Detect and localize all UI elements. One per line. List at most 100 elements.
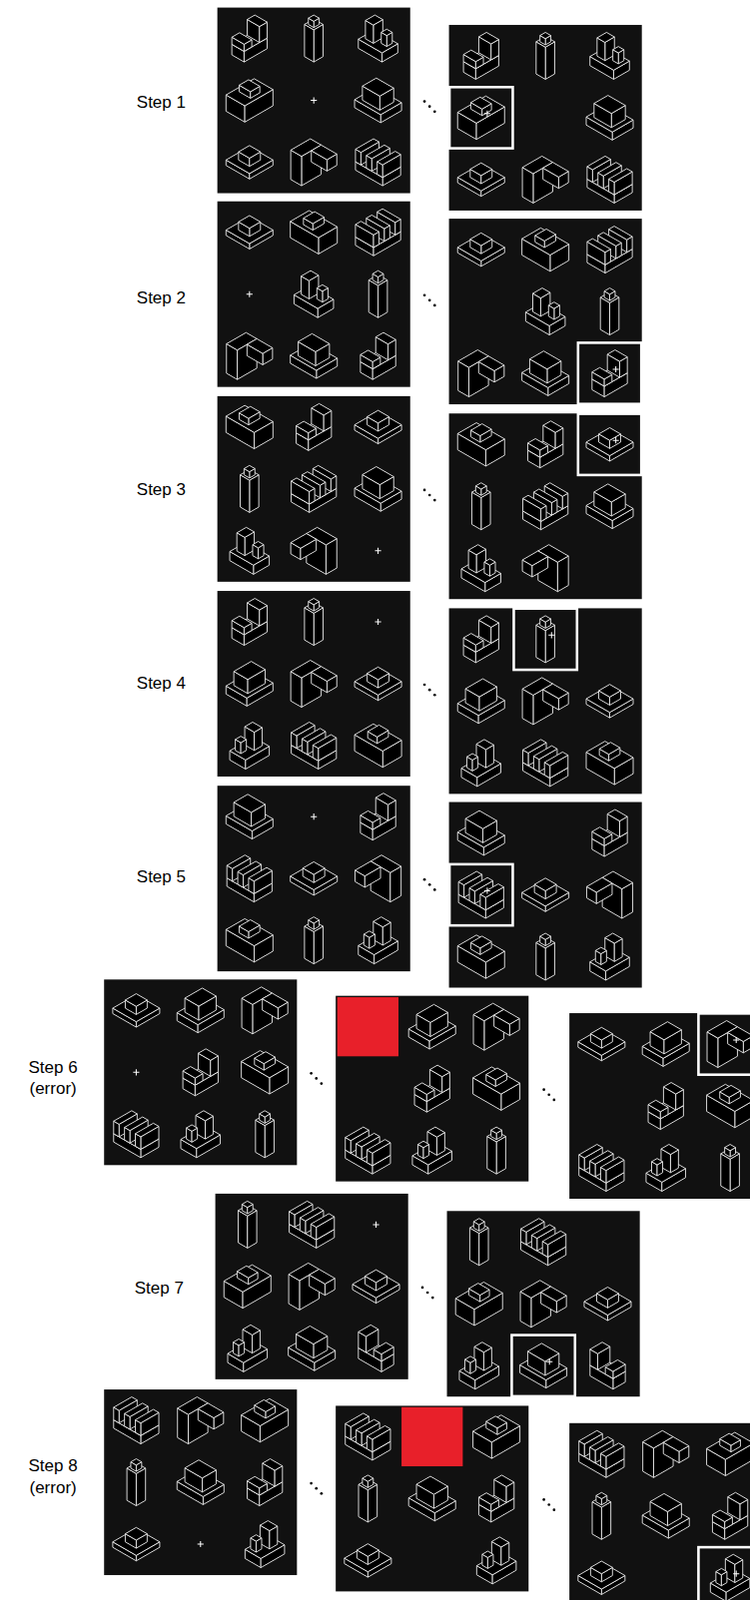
block-face: [534, 878, 557, 892]
block-face: [311, 144, 338, 160]
block-face: [532, 288, 550, 299]
block-face: [366, 1426, 391, 1441]
block-face: [470, 232, 493, 246]
block-face: [254, 1400, 276, 1413]
block-object: [587, 226, 633, 274]
search-display: [447, 1211, 641, 1398]
block-face: [254, 1052, 276, 1065]
block-face: [463, 49, 484, 62]
step-label: Step 3: [81, 479, 186, 501]
block-face: [313, 608, 323, 647]
fixation-cross: [310, 813, 317, 820]
block-face: [238, 406, 260, 419]
block-face: [304, 23, 314, 62]
block-object: [586, 95, 634, 141]
block-object: [291, 465, 337, 513]
block-face: [578, 1028, 626, 1056]
block-face: [457, 233, 505, 261]
block-face: [455, 1283, 503, 1311]
block-face: [237, 1211, 247, 1250]
block-object: [226, 855, 272, 903]
block-object: [586, 484, 634, 530]
block-face: [367, 667, 390, 681]
block-object: [225, 794, 273, 840]
target-highlight: [578, 342, 642, 404]
block-object: [590, 933, 631, 981]
search-display: [335, 996, 529, 1183]
ellipsis-dot: [552, 1099, 556, 1103]
block-face: [236, 527, 254, 538]
block-face: [298, 333, 330, 352]
block-object: [642, 1022, 690, 1068]
block-object: [112, 1527, 160, 1561]
block-object: [642, 1494, 690, 1539]
block-object: [225, 78, 273, 122]
block-face: [587, 238, 612, 253]
block-face: [716, 1568, 728, 1575]
block-object: [592, 1493, 612, 1540]
block-face: [238, 79, 260, 92]
block-face: [135, 1123, 160, 1138]
ellipsis-dot: [433, 109, 437, 113]
block-face: [592, 827, 613, 840]
block-face: [184, 1461, 216, 1480]
block-face: [135, 1410, 160, 1425]
block-face: [586, 877, 613, 893]
block-face: [259, 1521, 277, 1532]
block-face: [231, 616, 252, 629]
block-face: [416, 1477, 448, 1496]
block-object: [255, 1111, 275, 1159]
block-face: [233, 794, 265, 813]
block-face: [478, 1494, 499, 1506]
block-face: [470, 936, 492, 949]
fixation-cross: [546, 1359, 553, 1366]
display-ground: [217, 785, 411, 972]
block-object: [461, 740, 502, 787]
block-object: [459, 1343, 500, 1391]
block-face: [650, 1494, 682, 1512]
search-display: [449, 413, 643, 600]
display-ground: [217, 7, 411, 194]
fixation-cross: [375, 619, 382, 626]
block-face: [471, 492, 481, 531]
display-ground: [103, 1390, 297, 1576]
block-object: [227, 1325, 268, 1373]
block-object: [536, 31, 556, 79]
block-object: [522, 678, 569, 726]
block-object: [520, 1219, 566, 1267]
block-object: [520, 1344, 568, 1390]
block-object: [523, 483, 569, 531]
block-object: [478, 1476, 514, 1523]
block-object: [592, 809, 628, 857]
block-face: [375, 332, 396, 345]
block-object: [126, 1460, 146, 1507]
search-display: [217, 396, 411, 583]
block-face: [586, 742, 634, 769]
block-face: [540, 933, 552, 940]
block-face: [233, 662, 265, 681]
block-face: [302, 861, 325, 875]
block-face: [186, 1125, 198, 1132]
ellipsis-dot: [309, 1483, 313, 1487]
fixation-cross: [733, 1571, 740, 1578]
block-face: [590, 1027, 613, 1041]
block-face: [475, 483, 487, 490]
block-face: [255, 1120, 265, 1159]
block-object: [355, 208, 401, 256]
block-face: [648, 1100, 669, 1113]
ellipsis-dot: [542, 1088, 546, 1092]
ellipsis-dot: [542, 1499, 546, 1502]
block-object: [643, 1431, 690, 1479]
block-object: [354, 410, 402, 444]
target-highlight: [698, 1547, 750, 1600]
block-face: [468, 1284, 490, 1297]
block-face: [223, 1265, 271, 1293]
block-face: [457, 935, 505, 963]
block-face: [311, 667, 338, 683]
block-face: [235, 737, 247, 744]
target-highlight: [449, 86, 513, 148]
block-face: [246, 1477, 267, 1490]
block-face: [536, 41, 546, 80]
block-object: [707, 1021, 750, 1069]
block-face: [354, 724, 402, 751]
